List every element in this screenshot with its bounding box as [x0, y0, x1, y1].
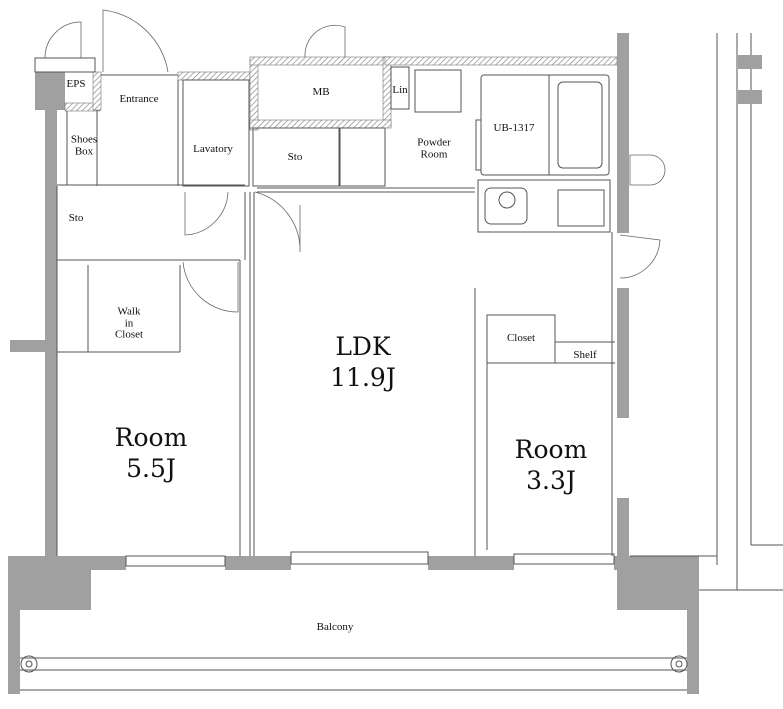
room-label-walk-in-closet: Walk in Closet [114, 305, 144, 342]
room-label-shelf: Shelf [573, 349, 597, 362]
room-label-storage-center: Sto [287, 151, 303, 164]
east-room-size: 3.3J [526, 466, 576, 495]
wic-line3: Closet [114, 328, 144, 341]
room-label-lavatory: Lavatory [193, 143, 233, 156]
room-label-closet: Closet [506, 332, 536, 345]
room-label-east-room: Room 3.3J [515, 434, 588, 497]
room-label-linen: Lin [392, 84, 408, 97]
door-swings [44, 9, 666, 313]
room-label-ldk: LDK 11.9J [330, 331, 396, 394]
structural-walls [8, 33, 699, 694]
shoes-box-line2: Box [74, 145, 94, 157]
west-room-name: Room [114, 422, 188, 452]
interior-lines [20, 33, 783, 691]
shoes-box-line1: Shoes [70, 133, 98, 146]
west-room-size: 5.5J [126, 454, 176, 483]
powder-room-line2: Room [420, 148, 448, 160]
outside-markers [738, 55, 762, 104]
room-label-mb: MB [312, 86, 330, 99]
room-label-entrance: Entrance [119, 93, 159, 106]
room-label-eps: EPS [66, 78, 86, 91]
ldk-size: 11.9J [330, 363, 396, 392]
room-label-shoes-box: Shoes Box [71, 134, 97, 157]
east-room-name: Room [514, 434, 588, 464]
ldk-name: LDK [335, 331, 391, 361]
room-label-unit-bath: UB-1317 [493, 122, 535, 135]
room-label-storage-left: Sto [68, 212, 84, 225]
wic-line1: Walk [117, 305, 141, 318]
room-label-balcony: Balcony [316, 621, 354, 634]
wic-line2: in [124, 317, 134, 330]
room-label-powder-room: Powder Room [417, 137, 451, 160]
room-label-west-room: Room 5.5J [115, 422, 188, 485]
powder-room-line1: Powder [417, 136, 451, 149]
